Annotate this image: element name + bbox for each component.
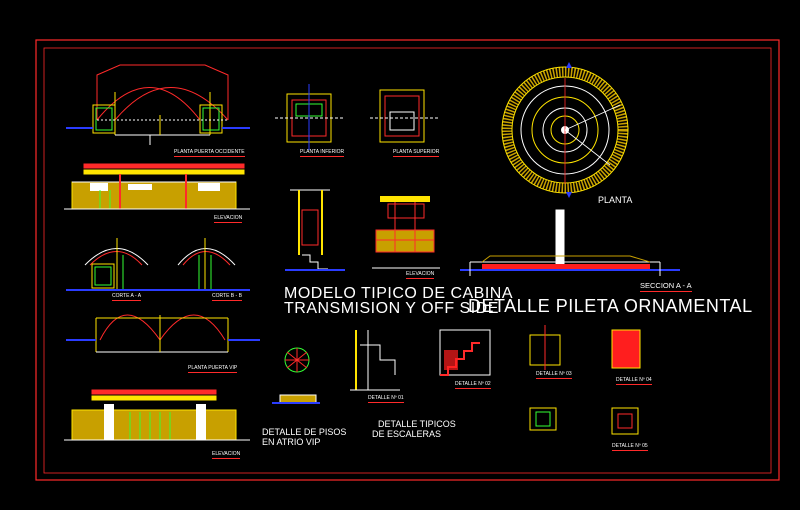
titulo-cabina-linea-1: MODELO TIPICO DE CABINA — [284, 285, 514, 302]
cabina-planta-superior-drawing — [370, 89, 440, 143]
detalle-escaleras-drawing — [350, 329, 491, 391]
label-detalle-n4: DETALLE Nº 04 — [616, 377, 652, 385]
label-planta-superior: PLANTA SUPERIOR — [393, 149, 440, 157]
titulo-detalle-pisos-1: DETALLE DE PISOS — [262, 427, 347, 437]
detalle-pisos-drawing — [272, 347, 320, 404]
elevacion-2-drawing — [64, 389, 250, 441]
cabina-corte-drawing — [285, 189, 345, 271]
label-detalle-n5: DETALLE Nº 05 — [612, 443, 648, 451]
label-planta-inferior: PLANTA INFERIOR — [300, 149, 345, 157]
label-elevacion-1: ELEVACION — [214, 215, 243, 223]
titulo-detalle-pisos-2: EN ATRIO VIP — [262, 437, 321, 447]
cabina-elevacion-drawing — [372, 196, 440, 269]
label-elevacion-2: ELEVACION — [212, 451, 241, 459]
titulo-detalle-escaleras-2: DE ESCALERAS — [372, 429, 442, 439]
titulo-cabina-linea-2: TRANSMISION Y OFF SIDE — [284, 300, 499, 317]
planta-puerta-occidente-drawing — [66, 64, 250, 145]
label-detalle-n1: DETALLE Nº 01 — [368, 395, 404, 403]
label-corte-a: CORTE A - A — [112, 293, 142, 301]
label-planta: PLANTA — [598, 195, 633, 205]
label-seccion-a-a: SECCION A - A — [640, 281, 692, 292]
pileta-planta-drawing — [501, 62, 629, 198]
detalles-pequenos-drawing — [529, 325, 641, 435]
cabina-planta-inferior-drawing — [275, 84, 345, 150]
label-planta-puerta-vip: PLANTA PUERTA VIP — [188, 365, 238, 373]
label-planta-puerta-occidente: PLANTA PUERTA OCCIDENTE — [174, 149, 245, 157]
label-detalle-n2: DETALLE Nº 02 — [455, 381, 491, 389]
label-elevacion-cabina: ELEVACION — [406, 271, 435, 279]
pileta-seccion-drawing — [460, 209, 680, 276]
titulo-pileta: DETALLE PILETA ORNAMENTAL — [468, 296, 753, 316]
label-corte-b: CORTE B - B — [212, 293, 242, 301]
titulo-detalle-escaleras-1: DETALLE TIPICOS — [378, 419, 456, 429]
label-detalle-n3: DETALLE Nº 03 — [536, 371, 572, 379]
corte-a-drawing — [66, 238, 150, 291]
sheet-border — [35, 39, 780, 481]
corte-b-drawing — [150, 238, 250, 291]
planta-puerta-vip-drawing — [66, 314, 260, 353]
elevacion-1-drawing — [64, 163, 250, 210]
